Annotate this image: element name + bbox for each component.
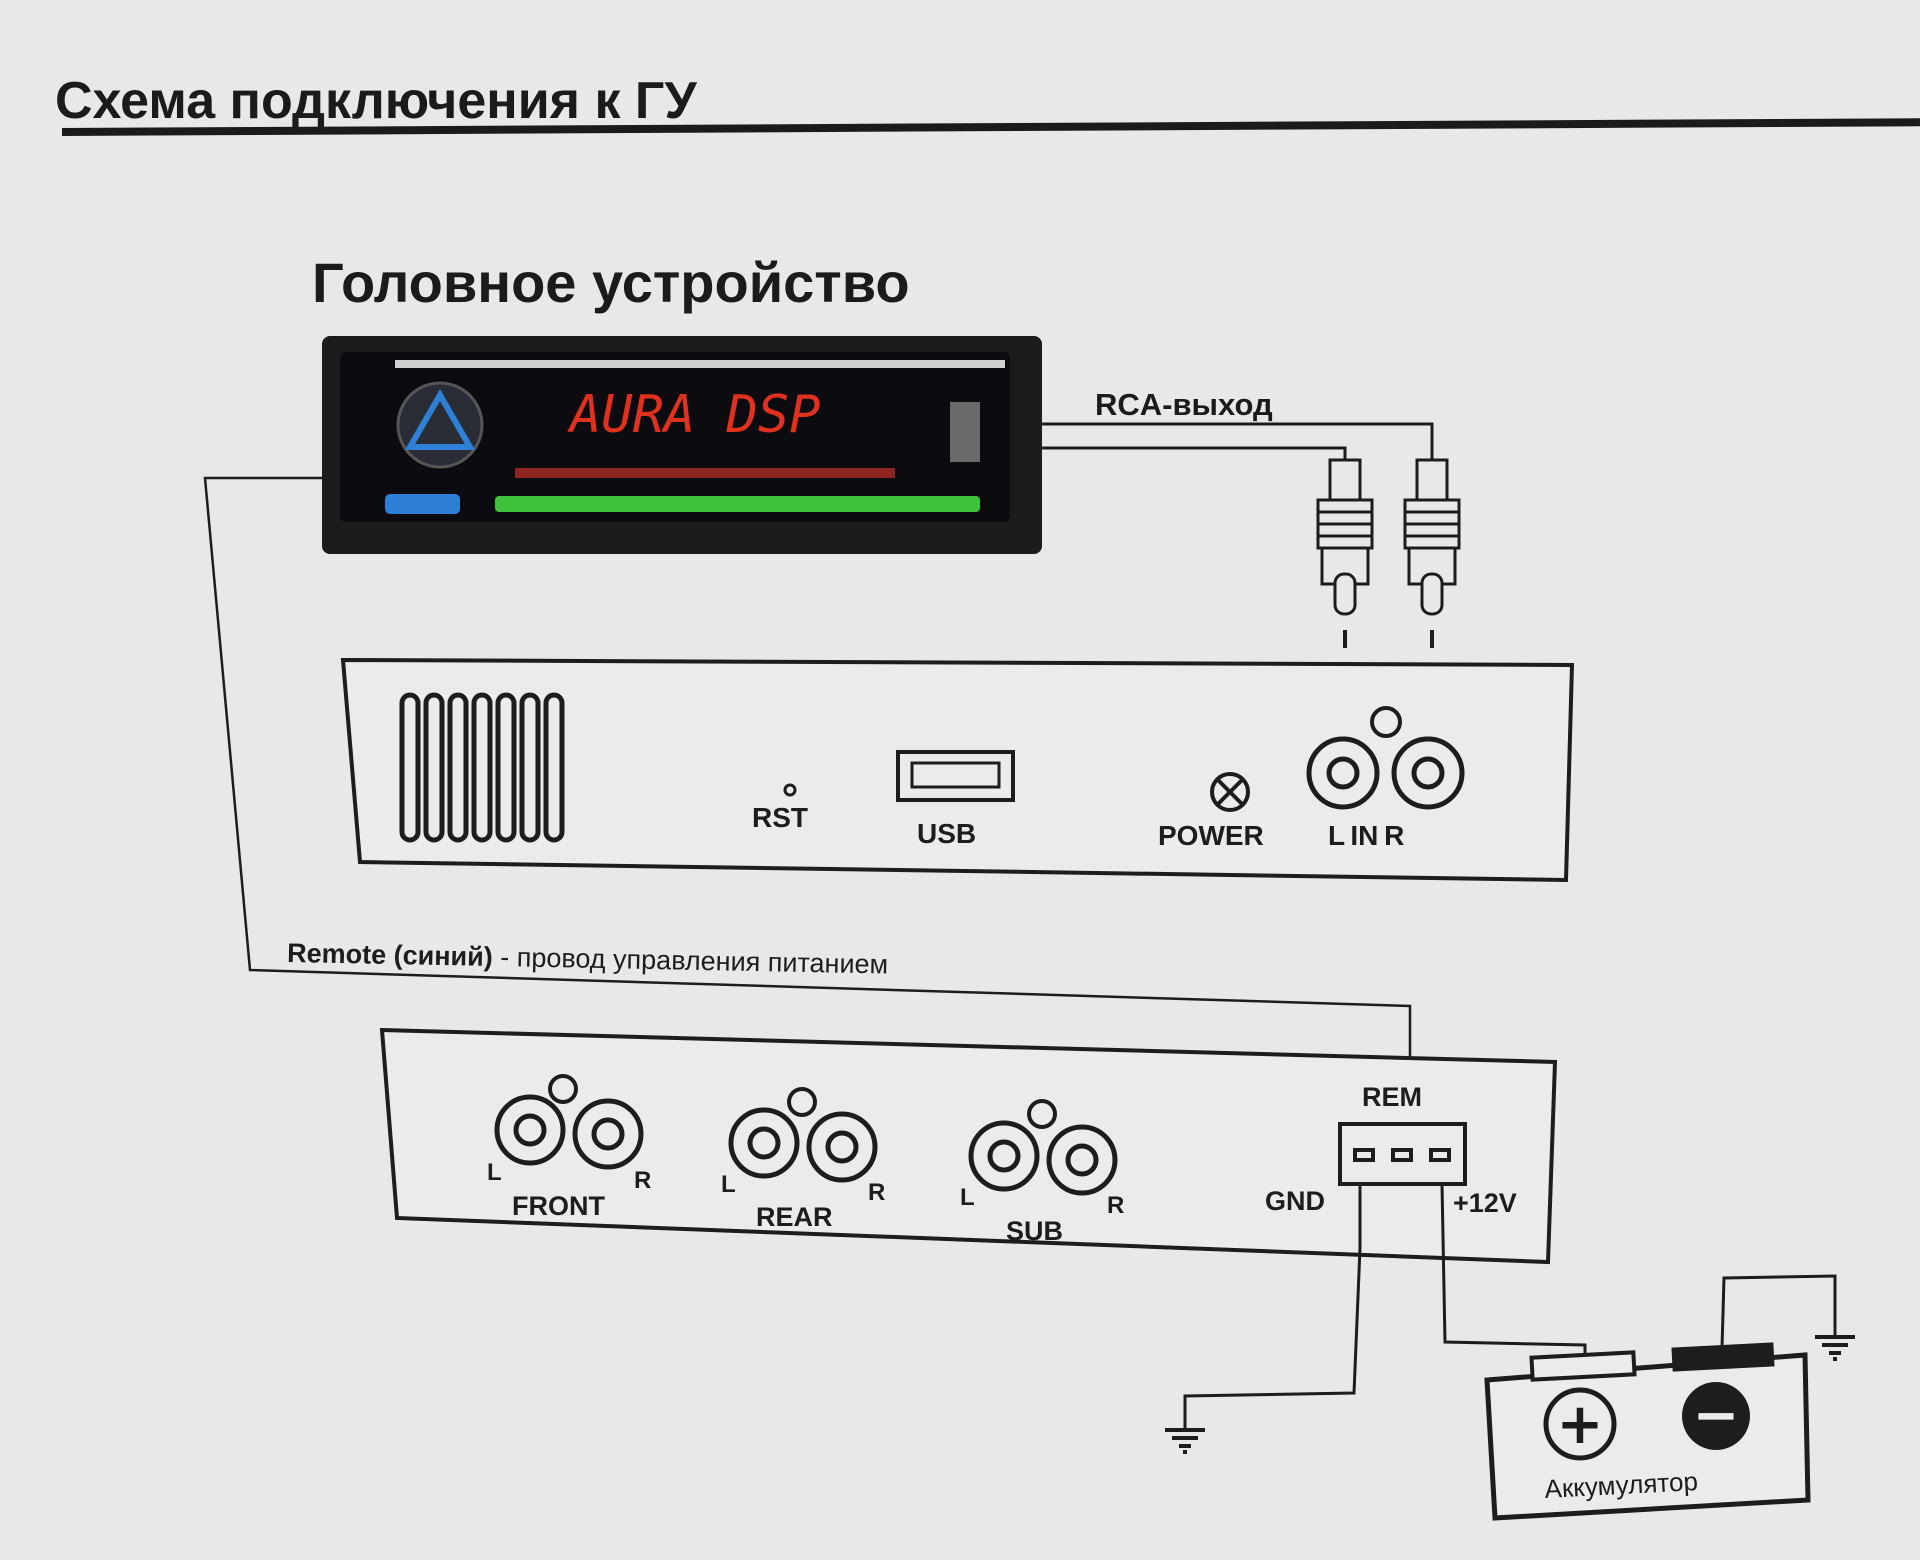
gnd-label: GND	[1265, 1186, 1325, 1216]
battery-minus-symbol: −	[1693, 1383, 1740, 1448]
power-terminal-block	[1338, 1122, 1467, 1186]
sub-rca-left	[968, 1120, 1040, 1192]
rear-l-label: L	[721, 1171, 736, 1198]
head-unit: AURA DSP	[322, 336, 1042, 554]
battery-ground-wire	[1720, 1274, 1837, 1349]
power-label: POWER	[1158, 820, 1264, 851]
sub-label: SUB	[1006, 1216, 1063, 1246]
rca-wire-right	[1042, 422, 1434, 460]
warning-triangle-icon	[404, 388, 476, 450]
rca-wire-left	[1042, 446, 1347, 460]
sub-l-label: L	[960, 1184, 975, 1211]
front-r-label: R	[634, 1167, 651, 1194]
sub-rca-group: L R SUB	[960, 1099, 1124, 1246]
reset-button	[783, 783, 797, 797]
rear-label: REAR	[756, 1202, 833, 1232]
sub-rca-right	[1046, 1124, 1118, 1196]
battery-negative-terminal	[1671, 1342, 1775, 1372]
battery-plus-symbol: +	[1557, 1392, 1604, 1457]
gnd-wire	[1183, 1184, 1362, 1428]
front-l-label: L	[487, 1159, 502, 1186]
input-label: L IN R	[1328, 820, 1404, 851]
battery-minus-icon	[1682, 1382, 1750, 1450]
rca-plug-left	[1316, 458, 1374, 616]
sub-r-label: R	[1107, 1192, 1124, 1219]
battery: + − Аккумулятор	[1484, 1342, 1811, 1521]
remote-wire	[203, 476, 1412, 1078]
rca-input-left	[1306, 736, 1380, 810]
rear-rca-group: L R REAR	[721, 1087, 885, 1232]
front-rca-group: L R FRONT	[487, 1074, 651, 1221]
rear-rca-left	[728, 1107, 800, 1179]
section-title: Головное устройство	[312, 251, 910, 314]
battery-ground-symbol-icon	[1815, 1335, 1855, 1361]
plus12v-label: +12V	[1453, 1188, 1517, 1218]
rca-plug-right	[1403, 458, 1461, 616]
input-center-hole	[1370, 706, 1402, 738]
amplifier-panel: L R FRONT L R REAR L R SUB REM GND	[379, 1027, 1558, 1265]
front-label: FRONT	[512, 1191, 605, 1221]
front-rca-right	[572, 1098, 644, 1170]
processor-panel: RST USB POWER L IN R	[340, 657, 1575, 883]
plus12v-wire	[1440, 1183, 1587, 1355]
rear-rca-right	[806, 1111, 878, 1183]
front-rca-left	[494, 1094, 566, 1166]
usb-label: USB	[917, 818, 976, 849]
rem-label: REM	[1362, 1082, 1422, 1112]
rst-label: RST	[752, 802, 808, 833]
battery-plus-icon	[1543, 1387, 1617, 1461]
power-led-icon	[1210, 772, 1250, 812]
rca-input-right	[1391, 736, 1465, 810]
battery-positive-terminal	[1529, 1350, 1637, 1382]
vent-grille	[399, 692, 565, 843]
rear-r-label: R	[868, 1179, 885, 1206]
title-rule	[61, 118, 1920, 136]
remote-note-text: - провод управления питанием	[492, 942, 888, 980]
ground-symbol-icon	[1165, 1428, 1205, 1454]
display-green-bar	[495, 496, 980, 512]
rca-output-label: RCA-выход	[1095, 387, 1273, 422]
usb-port	[896, 750, 1015, 802]
remote-note-bold: Remote (синий)	[287, 938, 493, 972]
display-blue-button	[385, 494, 460, 514]
head-unit-display: AURA DSP	[567, 385, 820, 445]
page-title: Схема подключения к ГУ	[55, 72, 697, 130]
